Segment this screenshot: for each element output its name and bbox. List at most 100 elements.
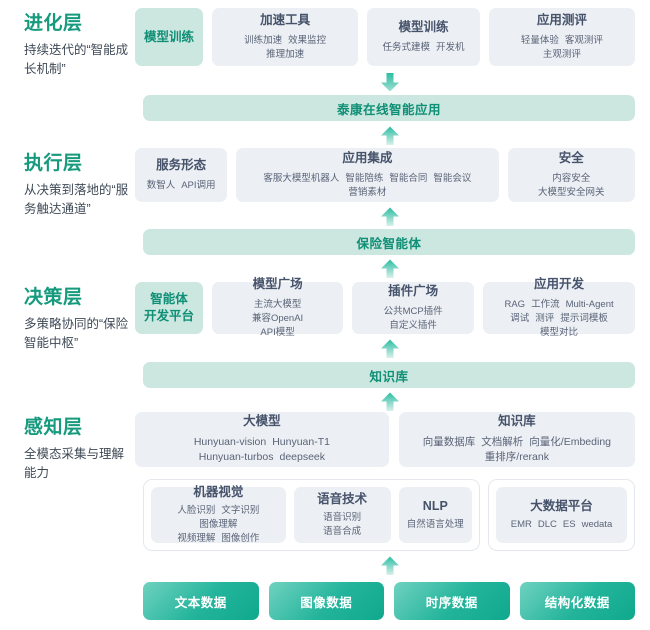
card-speech-technology[interactable]: 语音技术 语音识别语音合成 bbox=[293, 487, 391, 543]
chip-text-data[interactable]: 文本数据 bbox=[143, 582, 259, 620]
card-item: 自然语言处理 bbox=[406, 519, 464, 531]
card-nlp[interactable]: NLP 自然语言处理 bbox=[398, 487, 472, 543]
card-agent-dev-platform-accent[interactable]: 智能体 开发平台 bbox=[135, 282, 203, 334]
perception-group-left: 机器视觉 人脸识别文字识别图像理解 视频理解图像创作 语音技术 语音识别语音合成… bbox=[143, 479, 480, 551]
card-items: 客服大模型机器人智能陪练智能合同智能会议营销素材 bbox=[244, 172, 490, 200]
card-item: 任务式建模 bbox=[382, 42, 430, 54]
card-items: 人脸识别文字识别图像理解 视频理解图像创作 bbox=[156, 504, 281, 545]
arrow-up-icon bbox=[380, 556, 400, 575]
layer-evolution: 进化层 持续迭代的“智能成长机制” 模型训练 加速工具 训练加速效果监控推理加速… bbox=[0, 8, 650, 80]
card-item: Multi-Agent bbox=[565, 299, 614, 311]
layer-evolution-body: 模型训练 加速工具 训练加速效果监控推理加速 模型训练 任务式建模开发机 应用测… bbox=[135, 8, 650, 66]
card-items: 轻量体验客观测评主观测评 bbox=[497, 34, 627, 62]
card-title: 应用测评 bbox=[536, 13, 587, 28]
chip-timeseries-data[interactable]: 时序数据 bbox=[394, 582, 510, 620]
layer-perception-title: 感知层 bbox=[24, 417, 83, 438]
card-item: 文字识别 bbox=[221, 505, 260, 517]
chip-structured-data[interactable]: 结构化数据 bbox=[519, 582, 635, 620]
card-item: 测评 bbox=[535, 313, 555, 325]
bar-label: 知识库 bbox=[369, 369, 409, 384]
card-item: 兼容OpenAI API模型 bbox=[251, 313, 304, 338]
card-item: 图像理解 bbox=[199, 519, 238, 531]
arrow-down-icon bbox=[380, 73, 400, 92]
card-item: 数智人 bbox=[146, 180, 176, 192]
layer-execution-label: 执行层 从决策到落地的“服务触达通道” bbox=[0, 148, 135, 220]
bar-label: 保险智能体 bbox=[356, 236, 422, 251]
arrow-up-icon bbox=[380, 207, 400, 226]
card-item: 大模型安全网关 bbox=[538, 186, 605, 198]
layer-execution-subtitle: 从决策到落地的“服务触达通道” bbox=[24, 182, 129, 217]
bar-insurance-agent[interactable]: 保险智能体 bbox=[143, 229, 635, 255]
card-items: 向量数据库文档解析向量化/Embeding 重排序/rerank bbox=[420, 435, 614, 465]
card-item: 工作流 bbox=[531, 299, 560, 311]
card-item: 重排序/rerank bbox=[484, 451, 549, 464]
card-knowledge-base[interactable]: 知识库 向量数据库文档解析向量化/Embeding 重排序/rerank bbox=[398, 412, 635, 467]
card-item: 效果监控 bbox=[288, 35, 327, 47]
card-title: 加速工具 bbox=[260, 13, 311, 28]
card-item: 文档解析 bbox=[481, 436, 524, 449]
arrow-up-icon bbox=[380, 126, 400, 145]
card-items: 主流大模型兼容OpenAI API模型 bbox=[220, 298, 335, 339]
card-items: 训练加速效果监控推理加速 bbox=[220, 34, 350, 62]
execution-card-row: 服务形态 数智人 API调用 应用集成 客服大模型机器人智能陪练智能合同智能会议营… bbox=[135, 148, 650, 202]
card-item: RAG bbox=[504, 299, 526, 311]
layer-execution-body: 服务形态 数智人 API调用 应用集成 客服大模型机器人智能陪练智能合同智能会议营… bbox=[135, 148, 650, 202]
bar-knowledge-base[interactable]: 知识库 bbox=[143, 362, 635, 388]
card-title: 服务形态 bbox=[156, 158, 207, 173]
card-item: 营销素材 bbox=[348, 186, 387, 198]
card-title: 模型训练 bbox=[398, 20, 449, 35]
layer-decision-title: 决策层 bbox=[24, 287, 83, 308]
card-model-plaza[interactable]: 模型广场 主流大模型兼容OpenAI API模型 bbox=[212, 277, 344, 338]
card-item: 客观测评 bbox=[564, 35, 603, 47]
chip-image-data[interactable]: 图像数据 bbox=[268, 582, 384, 620]
card-items: 公共MCP插件自定义插件 bbox=[360, 305, 466, 333]
card-item: 开发机 bbox=[436, 42, 465, 54]
card-application-evaluation[interactable]: 应用测评 轻量体验客观测评主观测评 bbox=[488, 8, 636, 66]
card-items: 任务式建模开发机 bbox=[379, 41, 467, 55]
layer-execution-title: 执行层 bbox=[24, 153, 83, 174]
card-application-integration[interactable]: 应用集成 客服大模型机器人智能陪练智能合同智能会议营销素材 bbox=[236, 148, 499, 202]
card-item: 自定义插件 bbox=[389, 319, 437, 331]
card-machine-vision[interactable]: 机器视觉 人脸识别文字识别图像理解 视频理解图像创作 bbox=[151, 485, 286, 545]
bar-taikang-online-ai-app[interactable]: 泰康在线智能应用 bbox=[143, 95, 635, 121]
card-item: API调用 bbox=[181, 180, 216, 192]
layer-decision-body: 智能体 开发平台 模型广场 主流大模型兼容OpenAI API模型 插件广场 公… bbox=[135, 277, 650, 338]
card-service-form[interactable]: 服务形态 数智人 API调用 bbox=[135, 148, 228, 202]
card-title: 安全 bbox=[558, 151, 584, 166]
card-item: 智能陪练 bbox=[345, 173, 384, 185]
card-item: 调试 bbox=[510, 313, 530, 325]
arrow-up-icon bbox=[380, 392, 400, 411]
card-item: 客服大模型机器人 bbox=[263, 173, 340, 185]
card-title: 模型训练 bbox=[143, 29, 194, 44]
card-model-training[interactable]: 模型训练 任务式建模开发机 bbox=[367, 8, 480, 66]
card-item: 公共MCP插件 bbox=[383, 306, 443, 318]
card-item: EMR bbox=[510, 519, 532, 531]
layer-perception-subtitle: 全模态采集与理解能力 bbox=[24, 446, 125, 481]
chip-label: 图像数据 bbox=[300, 595, 353, 610]
card-item: 智能合同 bbox=[389, 173, 428, 185]
card-plugin-plaza[interactable]: 插件广场 公共MCP插件自定义插件 bbox=[352, 282, 475, 334]
card-security[interactable]: 安全 内容安全大模型安全网关 bbox=[507, 148, 636, 202]
card-model-training-accent[interactable]: 模型训练 bbox=[135, 8, 203, 66]
card-title: 应用开发 bbox=[534, 277, 585, 292]
layer-perception-label: 感知层 全模态采集与理解能力 bbox=[0, 412, 135, 484]
layer-evolution-title: 进化层 bbox=[24, 13, 83, 34]
card-item: DLC bbox=[537, 519, 557, 531]
arrow-up-icon bbox=[380, 339, 400, 358]
card-item: deepseek bbox=[279, 451, 326, 464]
card-item: 语音识别 bbox=[323, 512, 362, 524]
card-item: wedata bbox=[581, 519, 613, 531]
card-items: 自然语言处理 bbox=[404, 518, 467, 532]
card-title: 知识库 bbox=[498, 414, 536, 429]
card-title: 智能体 开发平台 bbox=[143, 291, 194, 324]
card-title: 语音技术 bbox=[317, 492, 368, 507]
card-acceleration-tools[interactable]: 加速工具 训练加速效果监控推理加速 bbox=[212, 8, 359, 66]
